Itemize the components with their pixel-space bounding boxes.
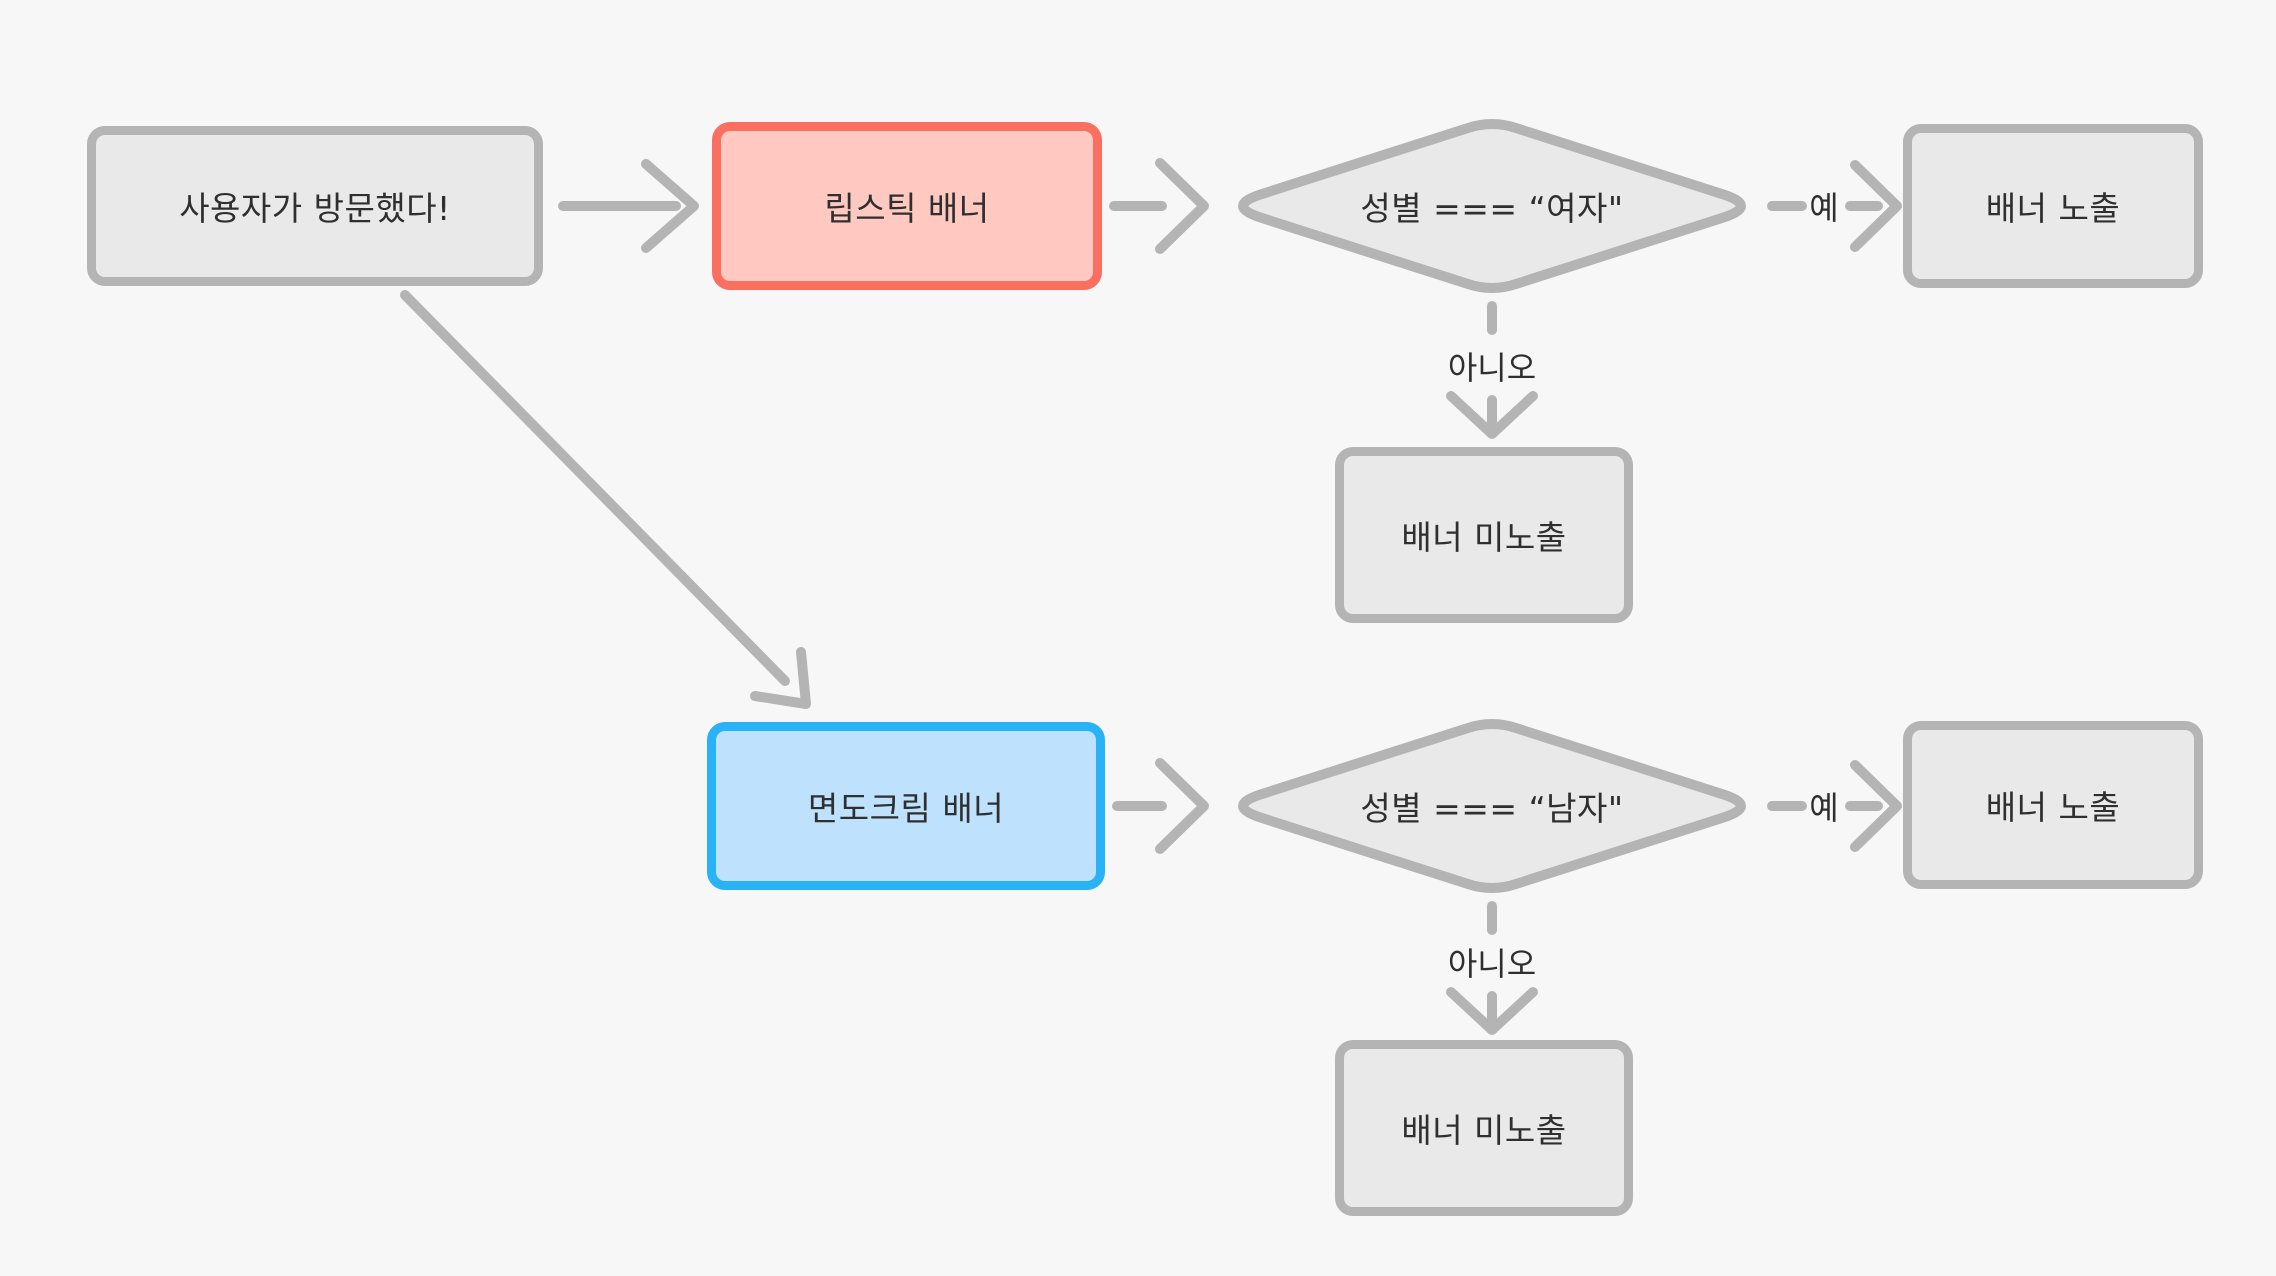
arrowhead-shaving-to-decision [1155,758,1209,854]
node-banner-show-top: 배너 노출 [1903,124,2203,288]
node-shaving-cream-banner: 면도크림 배너 [707,722,1105,890]
decision-gender-female: 성별 === “여자" [1224,119,1760,293]
edge-label-no-bottom: 아니오 [1447,945,1537,983]
node-lipstick-banner-label: 립스틱 배너 [824,189,990,228]
node-user-visited: 사용자가 방문했다! [87,126,543,286]
node-shaving-cream-banner-label: 면도크림 배너 [807,789,1005,828]
arrowhead-start-to-lipstick [641,159,699,253]
decision-gender-male-shape [1238,719,1746,893]
decision-gender-female-label: 성별 === “여자" [1360,189,1624,228]
node-banner-hide-bottom-label: 배너 미노출 [1401,1111,1567,1150]
diamond-shape [1238,119,1746,293]
edge-label-yes-top: 예 [1809,189,1839,227]
node-lipstick-banner: 립스틱 배너 [712,122,1102,290]
arrowhead-start-to-shaving [750,647,811,709]
arrowhead-male-no [1446,987,1538,1035]
arrowhead-lipstick-to-decision [1155,158,1209,254]
edge-start-to-shaving [400,290,790,686]
decision-gender-male-label: 성별 === “남자" [1360,789,1624,828]
decision-gender-female-shape [1238,119,1746,293]
decision-gender-male: 성별 === “남자" [1224,719,1760,893]
edge-label-yes-bottom: 예 [1809,789,1839,827]
node-banner-show-bottom: 배너 노출 [1903,721,2203,889]
node-banner-show-top-label: 배너 노출 [1985,189,2121,228]
node-banner-show-bottom-label: 배너 노출 [1985,788,2121,827]
diamond-shape [1238,719,1746,893]
edge-label-no-top: 아니오 [1447,349,1537,387]
arrowhead-female-no [1446,391,1538,439]
arrowhead-female-yes [1850,160,1902,252]
node-banner-hide-bottom: 배너 미노출 [1335,1040,1633,1216]
arrowhead-male-yes [1850,760,1902,852]
node-user-visited-label: 사용자가 방문했다! [179,189,451,228]
node-banner-hide-top: 배너 미노출 [1335,447,1633,623]
node-banner-hide-top-label: 배너 미노출 [1401,518,1567,557]
